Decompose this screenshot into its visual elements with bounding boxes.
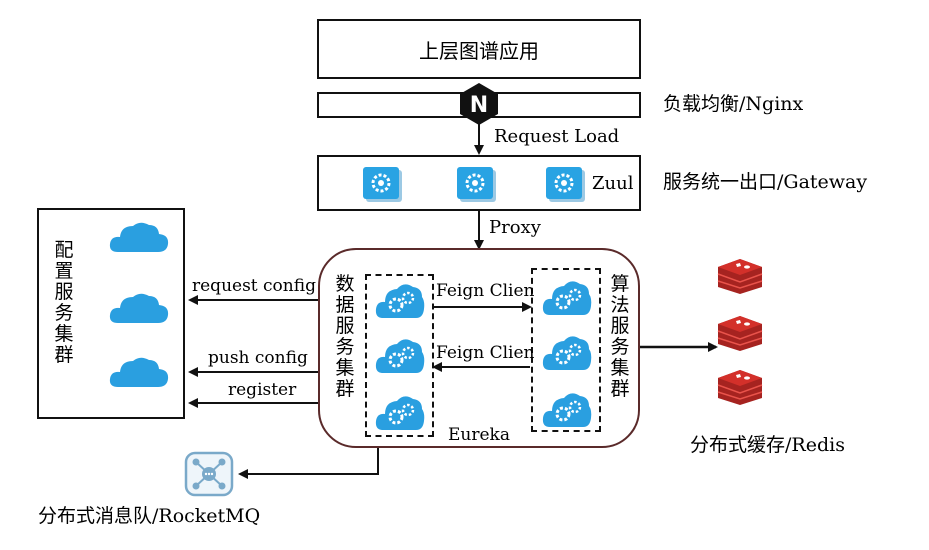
rocketmq-label: 分布式消息队/RocketMQ (38, 505, 261, 527)
zuul-label: Zuul (592, 173, 634, 194)
service-cluster-container (318, 248, 640, 448)
top-application-box: 上层图谱应用 (317, 19, 641, 79)
cloud-icon (109, 357, 169, 387)
cloud-gear-icon (542, 393, 592, 427)
gateway-label: 服务统一出口/Gateway (663, 171, 868, 193)
request-load-label: Request Load (494, 126, 620, 147)
gateway-gear-icon (546, 167, 585, 202)
feign-client-upper-label: Feign Clien (436, 281, 535, 301)
config-cluster-label: 配置服务集群 (54, 239, 74, 366)
algo-cluster-label: 算法服务集群 (610, 273, 630, 400)
data-cluster-label: 数据服务集群 (335, 273, 355, 400)
redis-icon (717, 316, 763, 351)
gateway-gear-icon (363, 167, 402, 202)
redis-icon (717, 259, 763, 294)
nginx-logo-letter: N (470, 93, 488, 118)
gateway-gear-icon (457, 167, 496, 202)
redis-label: 分布式缓存/Redis (690, 434, 845, 456)
push-config-label: push config (208, 348, 308, 368)
cloud-gear-icon (542, 336, 592, 370)
nginx-logo-icon: N (460, 83, 498, 125)
cloud-gear-icon (375, 396, 425, 430)
redis-icon (717, 370, 763, 405)
data-service-group (365, 274, 434, 437)
rocketmq-icon (184, 451, 234, 497)
proxy-label: Proxy (489, 217, 541, 238)
feign-client-lower-label: Feign Clien (436, 343, 535, 363)
register-label: register (228, 380, 297, 400)
cloud-gear-icon (375, 284, 425, 318)
cloud-icon (109, 222, 169, 252)
algo-service-group (531, 268, 601, 432)
eureka-label: Eureka (448, 425, 510, 445)
nginx-label: 负载均衡/Nginx (663, 93, 804, 115)
cloud-gear-icon (542, 281, 592, 315)
cloud-gear-icon (375, 339, 425, 373)
cloud-icon (109, 293, 169, 323)
top-application-label: 上层图谱应用 (419, 38, 539, 63)
request-config-label: request config (192, 276, 316, 296)
